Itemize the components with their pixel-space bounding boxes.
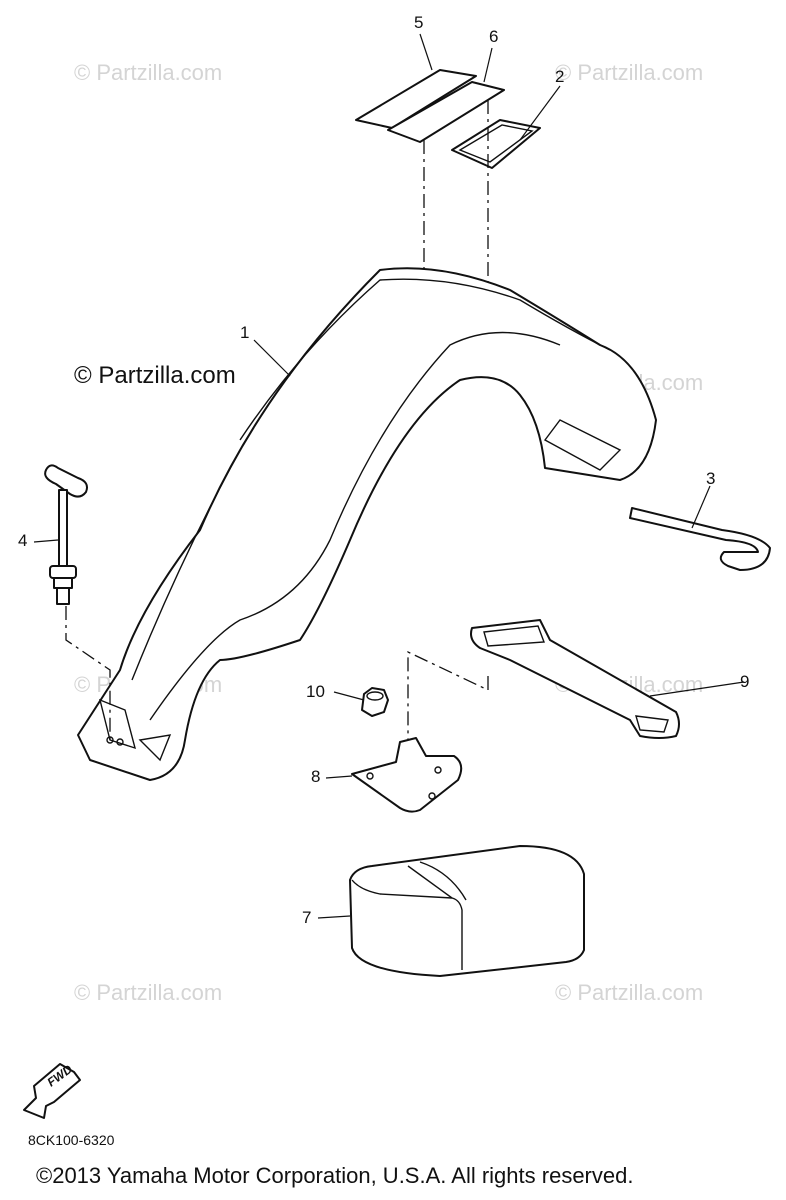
- callout-1: 1: [240, 323, 250, 342]
- callout-3: 3: [706, 469, 716, 488]
- part-5-sticker: [355, 69, 477, 129]
- lead-6: [483, 47, 493, 83]
- copyright-notice: ©2013 Yamaha Motor Corporation, U.S.A. A…: [36, 1163, 634, 1188]
- fwd-arrow-icon: FWD: [23, 1062, 81, 1119]
- lead-2: [519, 85, 561, 141]
- part-6-sticker: [387, 81, 505, 143]
- callout-5: 5: [414, 13, 424, 32]
- part-9-strap: [470, 619, 680, 739]
- callout-7: 7: [302, 908, 312, 927]
- leader-4: [65, 606, 111, 740]
- lead-1: [253, 339, 291, 377]
- watermark: © Partzilla.com: [555, 60, 704, 85]
- callout-8: 8: [311, 767, 321, 786]
- callout-6: 6: [489, 27, 499, 46]
- part-10-nut: [361, 687, 389, 717]
- lead-7: [317, 915, 351, 919]
- watermark: © Partzilla.com: [555, 980, 704, 1005]
- callout-2: 2: [555, 67, 565, 86]
- callout-10: 10: [306, 682, 325, 701]
- callout-9: 9: [740, 672, 750, 691]
- part-4-wing-bolt: [44, 464, 88, 605]
- watermark: © Partzilla.com: [74, 980, 223, 1005]
- lead-4: [33, 539, 59, 543]
- lead-8: [325, 775, 353, 779]
- part-1-fender: [77, 267, 657, 781]
- callout-4: 4: [18, 531, 28, 550]
- lead-3: [691, 485, 711, 529]
- lead-10: [333, 691, 365, 701]
- lead-5: [419, 33, 433, 71]
- part-8-bracket: [351, 737, 463, 813]
- part-2-emblem: [451, 119, 541, 169]
- watermark-strong: © Partzilla.com: [74, 362, 236, 389]
- lead-9: [649, 681, 745, 697]
- drawing-code: 8CK100-6320: [28, 1132, 115, 1148]
- watermark: © Partzilla.com: [74, 60, 223, 85]
- part-3-rod: [629, 507, 771, 571]
- part-7-box: [349, 845, 585, 977]
- leader-9-8: [407, 650, 489, 790]
